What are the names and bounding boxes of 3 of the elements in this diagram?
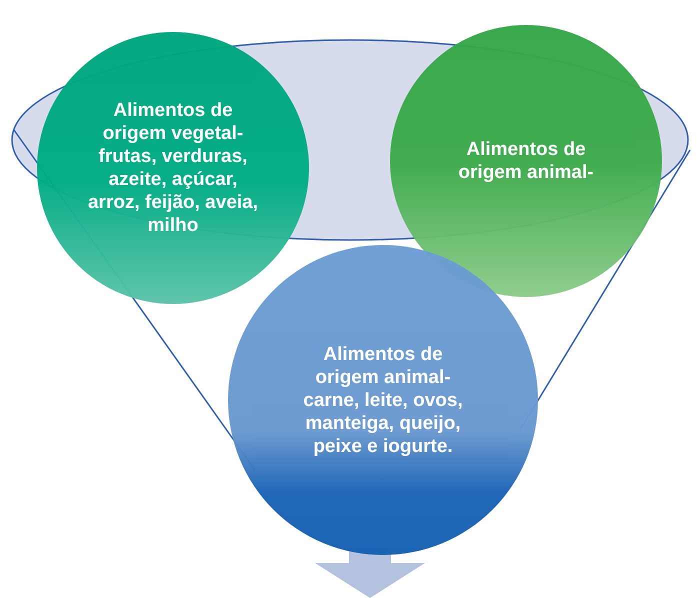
circle-text: Alimentos de origem vegetal- frutas, verduras, azeite, açúcar, arroz, feijão, aveia, milho [86,99,260,237]
circle-text: Alimentos de origem animal- carne, leite, ovos, manteiga, queijo, peixe e iogurte. [302,342,464,458]
circle-text: Alimentos de origem animal- [457,138,595,184]
